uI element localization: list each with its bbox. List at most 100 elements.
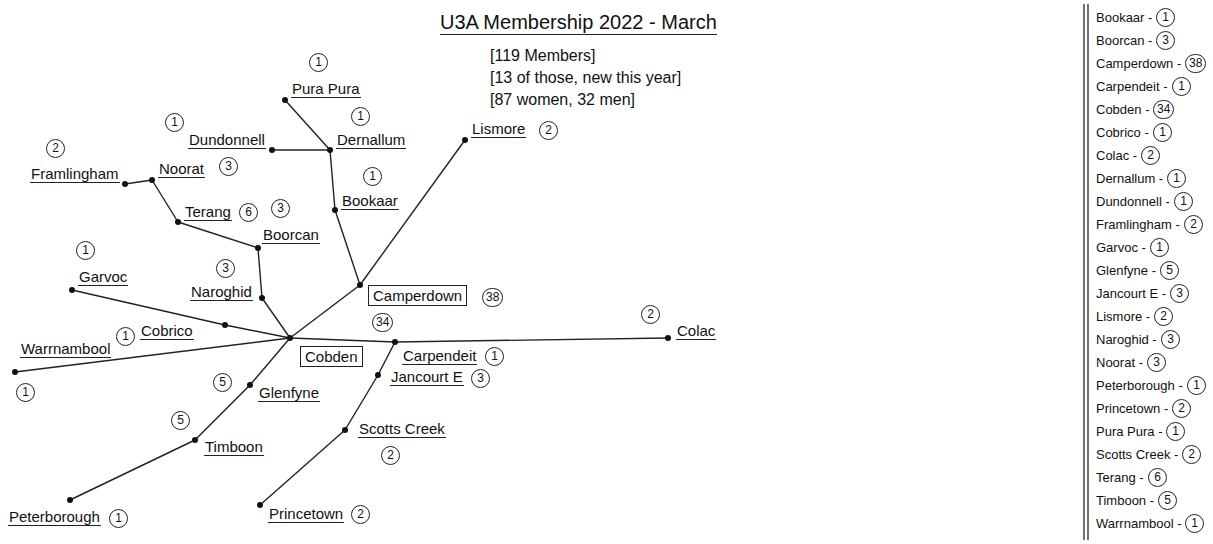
town-node: Noorat3 [158,160,205,178]
member-count: 2 [46,139,65,158]
town-node: Pura Pura1 [291,80,361,98]
town-dot [327,147,333,153]
town-node: Carpendeit1 [402,347,477,365]
list-town: Framlingham - [1096,215,1180,234]
member-count: 5 [171,411,190,430]
town-dot [357,282,363,288]
list-count: 3 [1156,31,1175,50]
town-name: Peterborough [8,508,101,526]
town-dot [247,382,253,388]
road-line [285,100,330,150]
road-line [262,298,290,338]
list-town: Dundonnell - [1096,192,1170,211]
town-name: Boorcan [262,226,320,244]
member-count: 1 [16,383,35,402]
list-town: Lismore - [1096,307,1150,326]
member-count: 1 [165,113,184,132]
town-name: Naroghid [190,283,253,301]
road-line [335,210,360,285]
town-name: Glenfyne [258,384,320,402]
road-line [290,285,360,338]
road-line [70,440,195,500]
list-town: Jancourt E - [1096,284,1166,303]
town-dot [255,245,261,251]
town-node: Camperdown38 [368,285,467,306]
list-count: 34 [1153,100,1174,119]
road-line [395,338,668,342]
town-dot [462,137,468,143]
town-node: Naroghid3 [190,283,253,301]
town-node: Cobrico1 [140,322,194,340]
list-town: Princetown - [1096,399,1168,418]
road-line [178,222,258,248]
list-count: 2 [1154,307,1173,326]
road-line [290,338,395,342]
member-count: 2 [381,446,400,465]
town-node: Lismore2 [471,120,526,138]
list-count: 5 [1158,491,1177,510]
member-count: 6 [239,203,258,222]
town-name: Noorat [158,160,205,178]
road-line [15,338,290,372]
list-town: Timboon - [1096,491,1154,510]
town-dot [12,369,18,375]
list-town: Boorcan - [1096,31,1152,50]
list-count: 1 [1187,376,1206,395]
town-name: Dernallum [336,131,406,149]
member-count: 5 [213,373,232,392]
town-dot [259,295,265,301]
summary-note: [13 of those, new this year] [490,68,681,87]
town-dot [222,322,228,328]
member-count: 1 [76,241,95,260]
list-town: Colac - [1096,146,1137,165]
member-count: 1 [351,107,370,126]
town-node: Garvoc1 [78,268,128,286]
town-node: Boorcan3 [262,226,320,244]
list-divider [1087,4,1088,540]
list-town: Garvoc - [1096,238,1146,257]
town-name: Garvoc [78,268,128,286]
town-node: Warrnambool1 [20,340,111,358]
town-node: Scotts Creek2 [358,420,446,438]
list-town: Cobrico - [1096,123,1149,142]
member-count: 1 [116,327,135,346]
list-divider [1083,4,1084,540]
list-town: Warrnambool - [1096,514,1181,533]
list-town: Naroghid - [1096,330,1157,349]
town-node: Peterborough1 [8,508,101,526]
list-count: 38 [1185,54,1206,73]
summary-note: [87 women, 32 men] [490,90,635,109]
list-town: Dernallum - [1096,169,1163,188]
list-count: 1 [1156,8,1175,27]
town-name: Carpendeit [402,347,477,365]
list-count: 1 [1167,169,1186,188]
list-town: Noorat - [1096,353,1143,372]
list-town: Cobden - [1096,100,1149,119]
town-dot [69,287,75,293]
town-dot [122,181,128,187]
member-count: 1 [309,53,328,72]
road-line [225,325,290,338]
town-dot [342,427,348,433]
town-dot [375,372,381,378]
member-count: 3 [216,259,235,278]
list-count: 1 [1166,422,1185,441]
town-node: Jancourt E3 [390,368,464,386]
town-name: Colac [676,322,716,340]
list-count: 1 [1150,238,1169,257]
town-node: Colac2 [676,322,716,340]
town-name: Scotts Creek [358,420,446,438]
town-name: Timboon [204,438,264,456]
list-count: 3 [1170,284,1189,303]
town-name: Bookaar [341,192,399,210]
member-count: 2 [641,305,660,324]
town-node: Dundonnell1 [188,131,266,149]
road-line [258,248,262,298]
town-box: Camperdown [368,285,467,306]
road-line [272,149,330,150]
town-name: Pura Pura [291,80,361,98]
town-dot [257,502,263,508]
town-dot [287,335,293,341]
list-count: 2 [1141,146,1160,165]
